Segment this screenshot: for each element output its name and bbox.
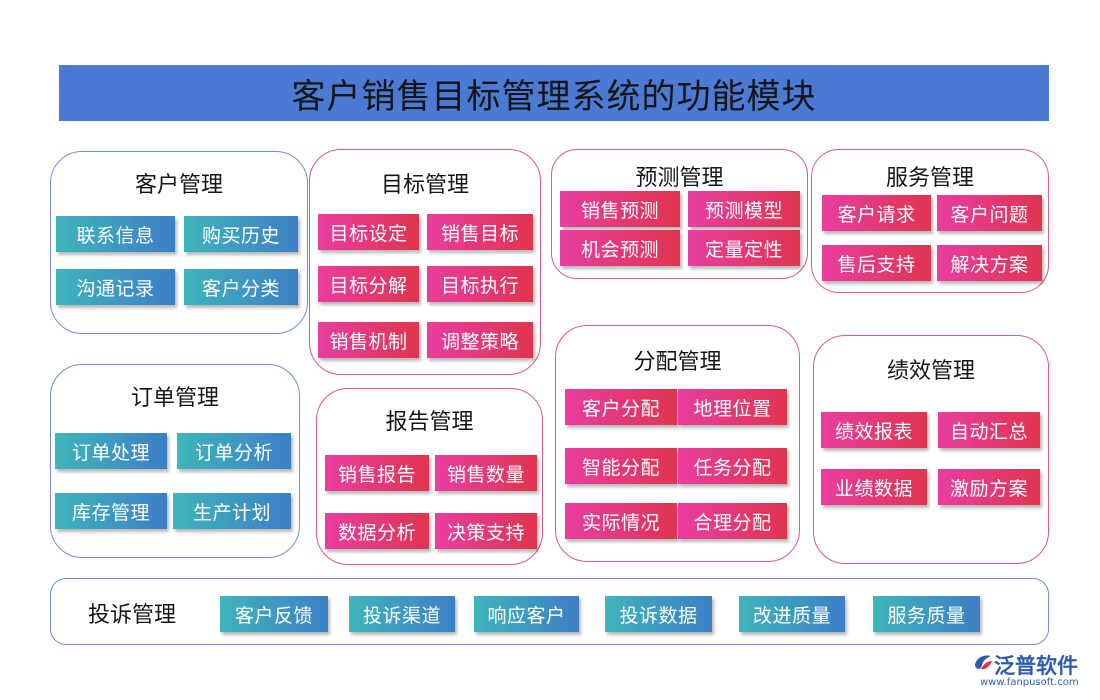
chip-actual-situation[interactable]: 实际情况 — [565, 503, 677, 539]
panel-title: 绩效管理 — [886, 359, 975, 384]
report-management-panel: 报告管理 销售报告 销售数量 数据分析 决策支持 — [316, 388, 543, 565]
chip-customer-issue[interactable]: 客户问题 — [937, 195, 1042, 231]
chip-inventory-management[interactable]: 库存管理 — [55, 493, 167, 529]
panel-title: 分配管理 — [633, 350, 722, 375]
title-bar: 客户销售目标管理系统的功能模块 — [59, 65, 1049, 121]
panel-title: 投诉管理 — [88, 603, 177, 628]
target-management-panel: 目标管理 目标设定 销售目标 目标分解 目标执行 销售机制 调整策略 — [309, 149, 541, 375]
chip-customer-request[interactable]: 客户请求 — [822, 195, 931, 231]
chip-sales-report[interactable]: 销售报告 — [325, 455, 429, 491]
customer-management-panel: 客户管理 联系信息 购买历史 沟通记录 客户分类 — [50, 151, 308, 334]
performance-management-panel: 绩效管理 绩效报表 自动汇总 业绩数据 激励方案 — [813, 335, 1049, 564]
chip-service-quality[interactable]: 服务质量 — [873, 596, 980, 632]
allocation-management-panel: 分配管理 客户分配 地理位置 智能分配 任务分配 实际情况 合理分配 — [555, 325, 800, 562]
chip-sales-mechanism[interactable]: 销售机制 — [318, 322, 419, 358]
chip-respond-customer[interactable]: 响应客户 — [474, 596, 579, 632]
chip-solution[interactable]: 解决方案 — [937, 245, 1042, 281]
chip-after-sales-support[interactable]: 售后支持 — [822, 245, 931, 281]
panel-title: 订单管理 — [130, 386, 219, 411]
chip-forecast-model[interactable]: 预测模型 — [688, 191, 800, 227]
chip-customer-feedback[interactable]: 客户反馈 — [220, 596, 328, 632]
chip-customer-category[interactable]: 客户分类 — [184, 269, 298, 305]
chip-quantitative-qualitative[interactable]: 定量定性 — [688, 230, 800, 266]
page-title: 客户销售目标管理系统的功能模块 — [291, 76, 817, 117]
forecast-management-panel: 预测管理 销售预测 预测模型 机会预测 定量定性 — [551, 149, 808, 279]
chip-complaint-data[interactable]: 投诉数据 — [605, 596, 712, 632]
chip-task-allocation[interactable]: 任务分配 — [678, 448, 787, 484]
chip-purchase-history[interactable]: 购买历史 — [184, 216, 298, 252]
panel-title: 客户管理 — [134, 173, 223, 198]
chip-customer-allocation[interactable]: 客户分配 — [565, 389, 677, 425]
chip-target-setting[interactable]: 目标设定 — [318, 214, 419, 250]
chip-performance-report[interactable]: 绩效报表 — [821, 412, 927, 448]
chip-data-analysis[interactable]: 数据分析 — [325, 513, 429, 549]
panel-title: 报告管理 — [385, 410, 474, 435]
chip-sales-quantity[interactable]: 销售数量 — [435, 455, 537, 491]
chip-contact-info[interactable]: 联系信息 — [56, 216, 175, 252]
chip-order-processing[interactable]: 订单处理 — [55, 433, 167, 469]
chip-production-plan[interactable]: 生产计划 — [173, 493, 291, 529]
brand-logo: 泛普软件 www.fanpusoft.com — [972, 650, 1092, 695]
order-management-panel: 订单管理 订单处理 订单分析 库存管理 生产计划 — [50, 364, 300, 558]
chip-order-analysis[interactable]: 订单分析 — [177, 433, 291, 469]
chip-sales-forecast[interactable]: 销售预测 — [560, 191, 680, 227]
chip-adjust-strategy[interactable]: 调整策略 — [427, 322, 533, 358]
chip-auto-summary[interactable]: 自动汇总 — [938, 412, 1040, 448]
panel-title: 预测管理 — [635, 166, 724, 191]
chip-performance-data[interactable]: 业绩数据 — [821, 469, 927, 505]
chip-opportunity-forecast[interactable]: 机会预测 — [560, 230, 680, 266]
chip-incentive-plan[interactable]: 激励方案 — [938, 469, 1040, 505]
logo-url: www.fanpusoft.com — [980, 677, 1079, 688]
panel-title: 服务管理 — [885, 166, 974, 191]
chip-improve-quality[interactable]: 改进质量 — [739, 596, 845, 632]
chip-smart-allocation[interactable]: 智能分配 — [565, 448, 677, 484]
chip-complaint-channel[interactable]: 投诉渠道 — [349, 596, 455, 632]
fanpu-logo-icon — [975, 655, 992, 670]
chip-target-execution[interactable]: 目标执行 — [427, 266, 533, 302]
chip-target-breakdown[interactable]: 目标分解 — [318, 266, 419, 302]
logo-name: 泛普软件 — [994, 654, 1078, 678]
chip-geo-location[interactable]: 地理位置 — [678, 389, 787, 425]
service-management-panel: 服务管理 客户请求 客户问题 售后支持 解决方案 — [811, 149, 1049, 293]
chip-decision-support[interactable]: 决策支持 — [435, 513, 537, 549]
panel-title: 目标管理 — [380, 173, 469, 198]
chip-reasonable-allocation[interactable]: 合理分配 — [678, 503, 787, 539]
chip-communication-log[interactable]: 沟通记录 — [56, 269, 175, 305]
chip-sales-target[interactable]: 销售目标 — [427, 214, 533, 250]
